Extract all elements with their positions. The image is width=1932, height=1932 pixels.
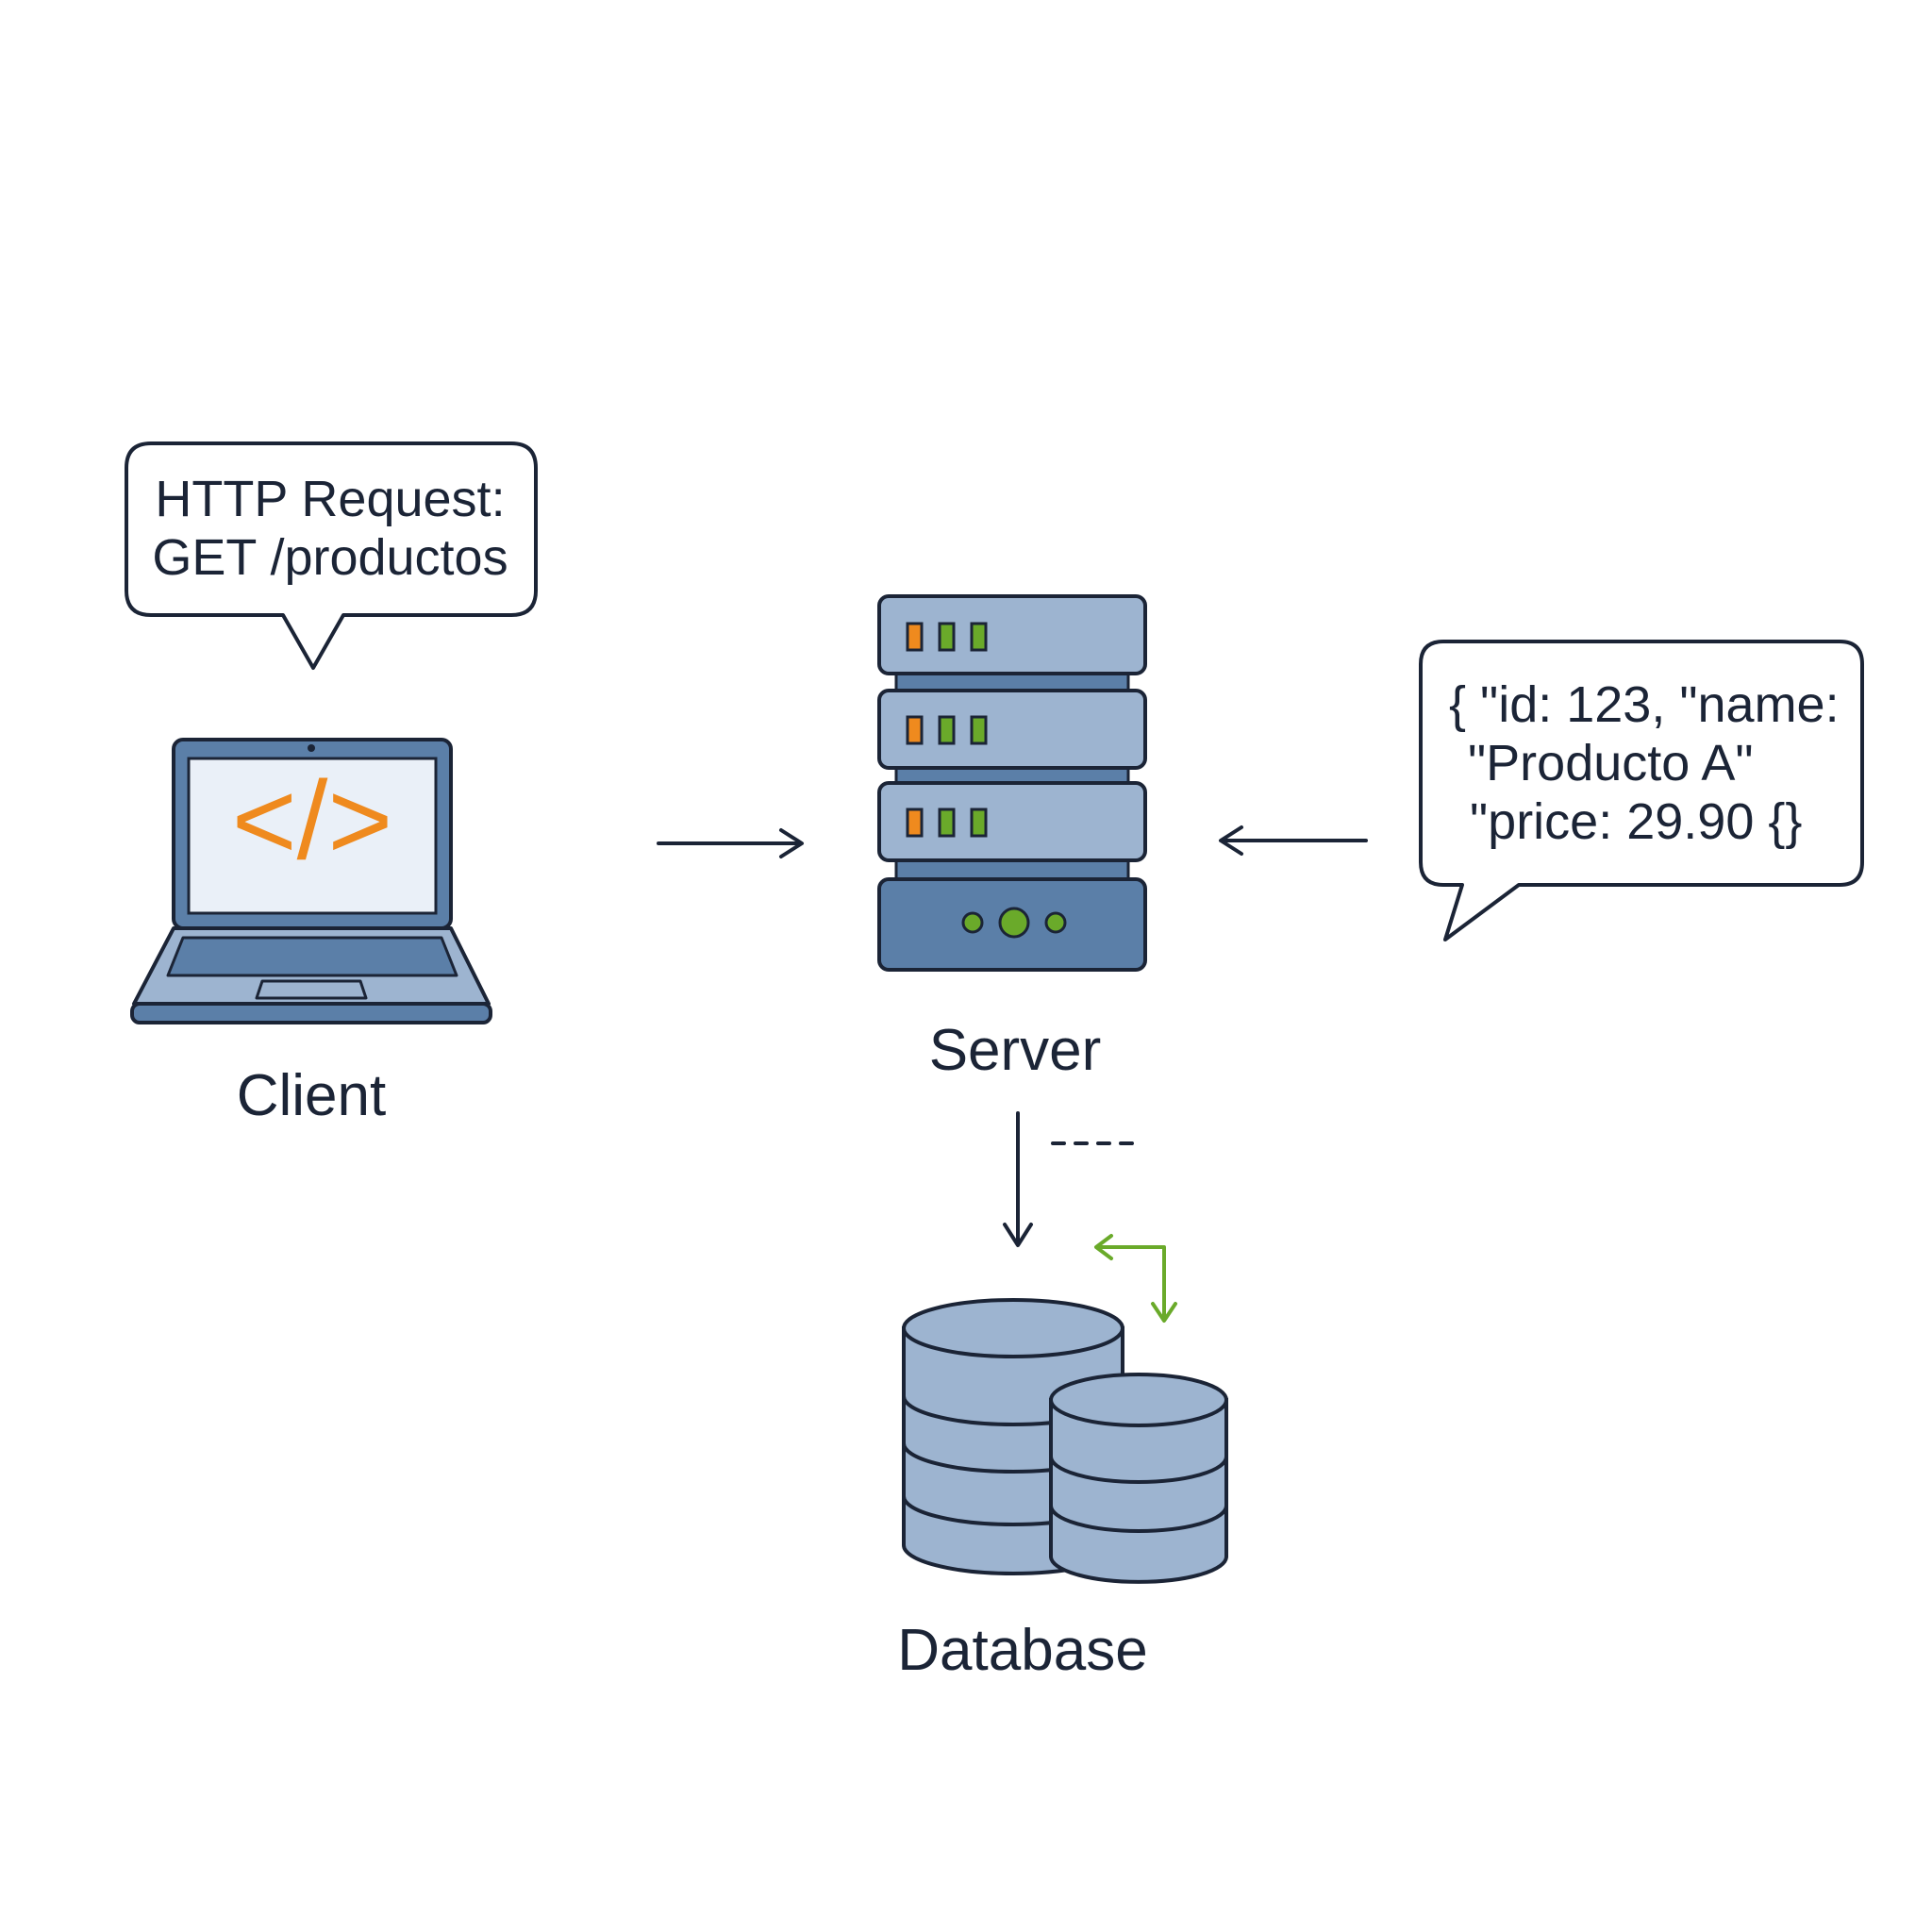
request-line-1: HTTP Request: [155, 471, 506, 527]
server-rack-icon [877, 594, 1147, 972]
client-label: Client [236, 1063, 387, 1128]
request-bubble-outline [125, 441, 538, 670]
response-bubble-outline [1419, 640, 1864, 941]
response-bubble-text: { "id: 123, "name: "Producto A" "price: … [1449, 675, 1845, 851]
database-cylinder-small [1049, 1373, 1228, 1584]
laptop-icon [130, 738, 492, 1024]
query-arrow [1003, 1111, 1033, 1247]
code-glyph-icon: </> [232, 758, 393, 883]
sync-arrow-icon [1094, 1234, 1177, 1323]
server-label: Server [928, 1018, 1102, 1083]
request-arrow [657, 828, 804, 858]
request-line-2: GET /productos [152, 529, 508, 586]
response-line-2: "Producto A" [1468, 735, 1754, 791]
response-arrow [1219, 825, 1368, 856]
database-label: Database [897, 1618, 1148, 1683]
response-line-3: "price: 29.90 {} [1470, 793, 1803, 850]
request-bubble-text: HTTP Request: GET /productos [142, 470, 519, 587]
database-icon [902, 1298, 1228, 1584]
response-line-1: { "id: 123, "name: [1449, 676, 1840, 733]
